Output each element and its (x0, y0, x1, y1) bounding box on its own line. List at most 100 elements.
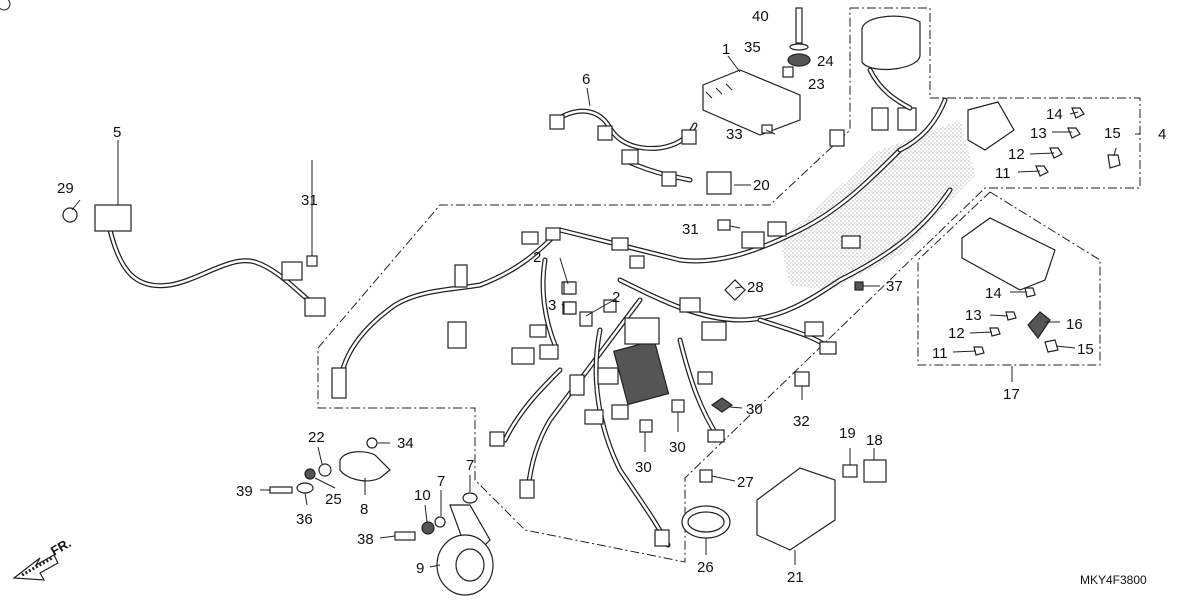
callout-34: 34 (397, 435, 414, 452)
fuse-16 (1027, 311, 1051, 340)
ecu-assembly (681, 459, 887, 565)
callout-labels: 40 35 24 1 23 6 33 20 5 29 31 31 14 13 1… (57, 8, 1166, 586)
front-direction-arrow-icon: FR. (12, 535, 74, 581)
callout-13-top: 13 (1030, 125, 1047, 142)
harness-sleeve (780, 120, 975, 290)
clip-27 (699, 469, 713, 483)
callout-21: 21 (787, 569, 804, 586)
callout-12-bottom: 12 (948, 325, 965, 342)
ecu-21 (756, 467, 836, 551)
clip-29 (62, 207, 78, 223)
connector-2b (579, 311, 593, 327)
callout-35: 35 (744, 39, 761, 56)
callout-31-center: 31 (682, 221, 699, 238)
clip-31-center (717, 219, 731, 231)
callout-1: 1 (722, 41, 730, 58)
callout-30-center: 30 (669, 439, 686, 456)
callout-32: 32 (793, 413, 810, 430)
collar-23 (782, 66, 794, 78)
washer-36 (296, 482, 314, 494)
group-boundaries (317, 7, 1141, 563)
callout-30-right: 30 (746, 401, 763, 418)
callout-2-right: 2 (612, 289, 620, 306)
callout-13-bottom: 13 (965, 307, 982, 324)
washer-22 (318, 463, 332, 477)
callout-28: 28 (747, 279, 764, 296)
callout-36: 36 (296, 511, 313, 528)
washer-7-right (462, 492, 478, 504)
washer-35 (789, 43, 809, 51)
relay-19 (842, 464, 858, 478)
callout-26: 26 (697, 559, 714, 576)
band-28 (724, 279, 746, 301)
horn-assembly (269, 437, 494, 596)
part-5-harness (94, 140, 326, 317)
callout-5: 5 (113, 124, 121, 141)
grommet-24 (787, 53, 811, 67)
callout-16: 16 (1066, 316, 1083, 333)
battery-box (961, 217, 1056, 291)
clip-37 (854, 281, 864, 291)
callout-9: 9 (416, 560, 424, 577)
callout-27: 27 (737, 474, 754, 491)
bolt-39 (269, 486, 293, 494)
callout-37: 37 (886, 278, 903, 295)
group-4-fasteners (1035, 107, 1140, 177)
callout-29: 29 (57, 180, 74, 197)
bolt-40 (795, 7, 803, 44)
group-17-parts (961, 217, 1059, 382)
small-hardware (62, 7, 864, 483)
clip-30-c (639, 419, 653, 433)
collar-10 (421, 521, 435, 535)
callout-18: 18 (866, 432, 883, 449)
callout-14-top: 14 (1046, 106, 1063, 123)
callout-22: 22 (308, 429, 325, 446)
bolt-38 (394, 531, 416, 541)
part-1-control-module (702, 55, 801, 136)
callout-38: 38 (357, 531, 374, 548)
bracket-32 (794, 371, 810, 387)
callout-39: 39 (236, 483, 253, 500)
nut-34 (366, 437, 378, 449)
callout-3: 3 (548, 297, 556, 314)
callout-17: 17 (1003, 386, 1020, 403)
callout-15-bottom: 15 (1077, 341, 1094, 358)
diagram-code: MKY4F3800 (1080, 573, 1147, 587)
callout-15-top: 15 (1104, 125, 1121, 142)
callout-11-top: 11 (995, 165, 1011, 182)
top-plug-assembly (861, 15, 1015, 151)
callout-33: 33 (726, 126, 743, 143)
connector-2a (563, 281, 577, 295)
front-direction-label: FR. (48, 535, 74, 558)
callout-6: 6 (582, 71, 590, 88)
callout-4: 4 (1158, 126, 1166, 143)
clip-31-left (306, 255, 318, 267)
callout-23: 23 (808, 76, 825, 93)
callout-10: 10 (414, 487, 431, 504)
callout-31-left: 31 (301, 192, 318, 209)
callout-8: 8 (360, 501, 368, 518)
leader-lines (71, 111, 1117, 568)
callout-14-bottom: 14 (985, 285, 1002, 302)
part-6-sub-harness (549, 87, 698, 187)
callout-40: 40 (752, 8, 769, 25)
main-harness-boundary (317, 7, 1141, 563)
callout-12-top: 12 (1008, 146, 1025, 163)
sub-harness-17-boundary (917, 191, 1101, 366)
corner-mark (0, 0, 11, 11)
washer-25 (304, 468, 316, 480)
relay-20 (706, 171, 732, 195)
callout-19: 19 (839, 425, 856, 442)
callout-11-bottom: 11 (932, 345, 948, 362)
callout-7-right: 7 (466, 457, 474, 474)
clip-30-a (710, 397, 734, 413)
callout-2-left: 2 (533, 249, 541, 266)
connector-3 (563, 301, 577, 315)
callout-24: 24 (817, 53, 834, 70)
bracket-8 (339, 451, 391, 482)
relay-18 (863, 459, 887, 483)
callout-20: 20 (753, 177, 770, 194)
callout-30-left: 30 (635, 459, 652, 476)
clip-33 (761, 124, 773, 134)
